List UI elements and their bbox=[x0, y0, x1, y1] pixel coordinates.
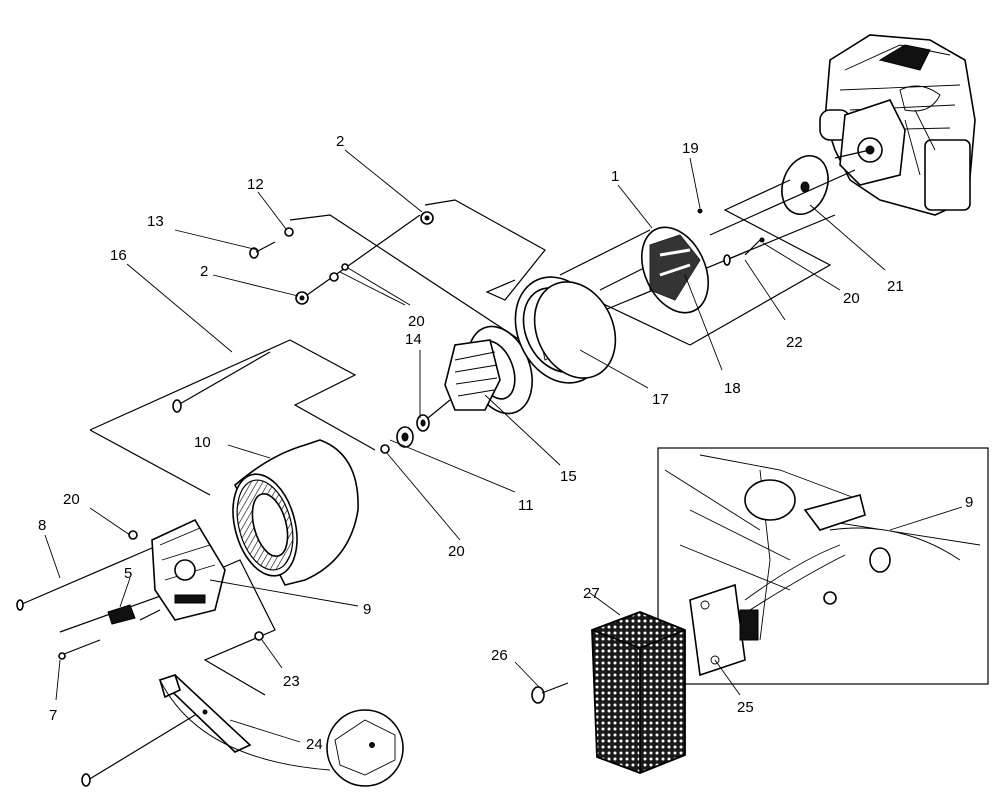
screw-19 bbox=[697, 208, 703, 214]
mesh-cover bbox=[591, 611, 686, 774]
callout-11: 11 bbox=[518, 497, 534, 514]
voltage-regulator bbox=[689, 583, 759, 677]
brush-part bbox=[107, 604, 136, 625]
fan-ring bbox=[514, 276, 617, 384]
callout-18: 18 bbox=[724, 380, 741, 397]
washer bbox=[341, 263, 349, 271]
callout-27: 27 bbox=[583, 585, 600, 602]
nut-top bbox=[420, 211, 434, 225]
through-bolt-upper bbox=[172, 351, 271, 413]
callout-8: 8 bbox=[38, 517, 46, 534]
nut-23 bbox=[254, 631, 264, 641]
engine-assembly bbox=[819, 34, 976, 216]
callout-9-bell: 9 bbox=[363, 601, 371, 618]
callout-20-right: 20 bbox=[843, 290, 860, 307]
inset-detail bbox=[657, 447, 989, 685]
screw-13 bbox=[249, 227, 294, 259]
callout-24: 24 bbox=[306, 736, 323, 753]
washer bbox=[329, 272, 339, 282]
callout-26: 26 bbox=[491, 647, 508, 664]
callout-16: 16 bbox=[110, 247, 127, 264]
detail-circle bbox=[159, 679, 404, 787]
callout-21: 21 bbox=[887, 278, 904, 295]
callout-labels: 1 2 2 5 7 8 9 9 10 11 12 13 14 15 16 17 … bbox=[38, 133, 973, 753]
end-bell bbox=[151, 518, 226, 621]
callout-2-left: 2 bbox=[200, 263, 208, 280]
callout-20-left: 20 bbox=[63, 491, 80, 508]
callout-2-top: 2 bbox=[336, 133, 344, 150]
washer bbox=[380, 444, 390, 454]
callout-15: 15 bbox=[560, 468, 577, 485]
mounting-bracket bbox=[158, 673, 252, 753]
callout-9-inset: 9 bbox=[965, 494, 973, 511]
callout-20-upper: 20 bbox=[408, 313, 425, 330]
callout-10: 10 bbox=[194, 434, 211, 451]
long-rod bbox=[16, 530, 153, 611]
nut-left bbox=[295, 291, 309, 305]
callout-1: 1 bbox=[611, 168, 619, 185]
callout-5: 5 bbox=[124, 565, 132, 582]
callout-23: 23 bbox=[283, 673, 300, 690]
fan-screen bbox=[641, 226, 709, 314]
screw-26 bbox=[531, 682, 569, 704]
callout-20-center: 20 bbox=[448, 543, 465, 560]
bearing bbox=[396, 414, 430, 448]
adapter-plate bbox=[781, 155, 829, 215]
rotor bbox=[427, 325, 533, 419]
callout-25: 25 bbox=[737, 699, 754, 716]
leader-lines bbox=[44, 149, 963, 743]
callout-22: 22 bbox=[786, 334, 803, 351]
through-bolt-lower bbox=[81, 773, 91, 787]
assembly-lines bbox=[59, 169, 856, 781]
callout-12: 12 bbox=[247, 176, 264, 193]
callout-17: 17 bbox=[652, 391, 669, 408]
screw-7 bbox=[58, 639, 101, 660]
screw-22 bbox=[723, 237, 765, 266]
callout-7: 7 bbox=[49, 707, 57, 724]
callout-14: 14 bbox=[405, 331, 422, 348]
callout-19: 19 bbox=[682, 140, 699, 157]
callout-13: 13 bbox=[147, 213, 164, 230]
stator-housing bbox=[232, 439, 359, 586]
